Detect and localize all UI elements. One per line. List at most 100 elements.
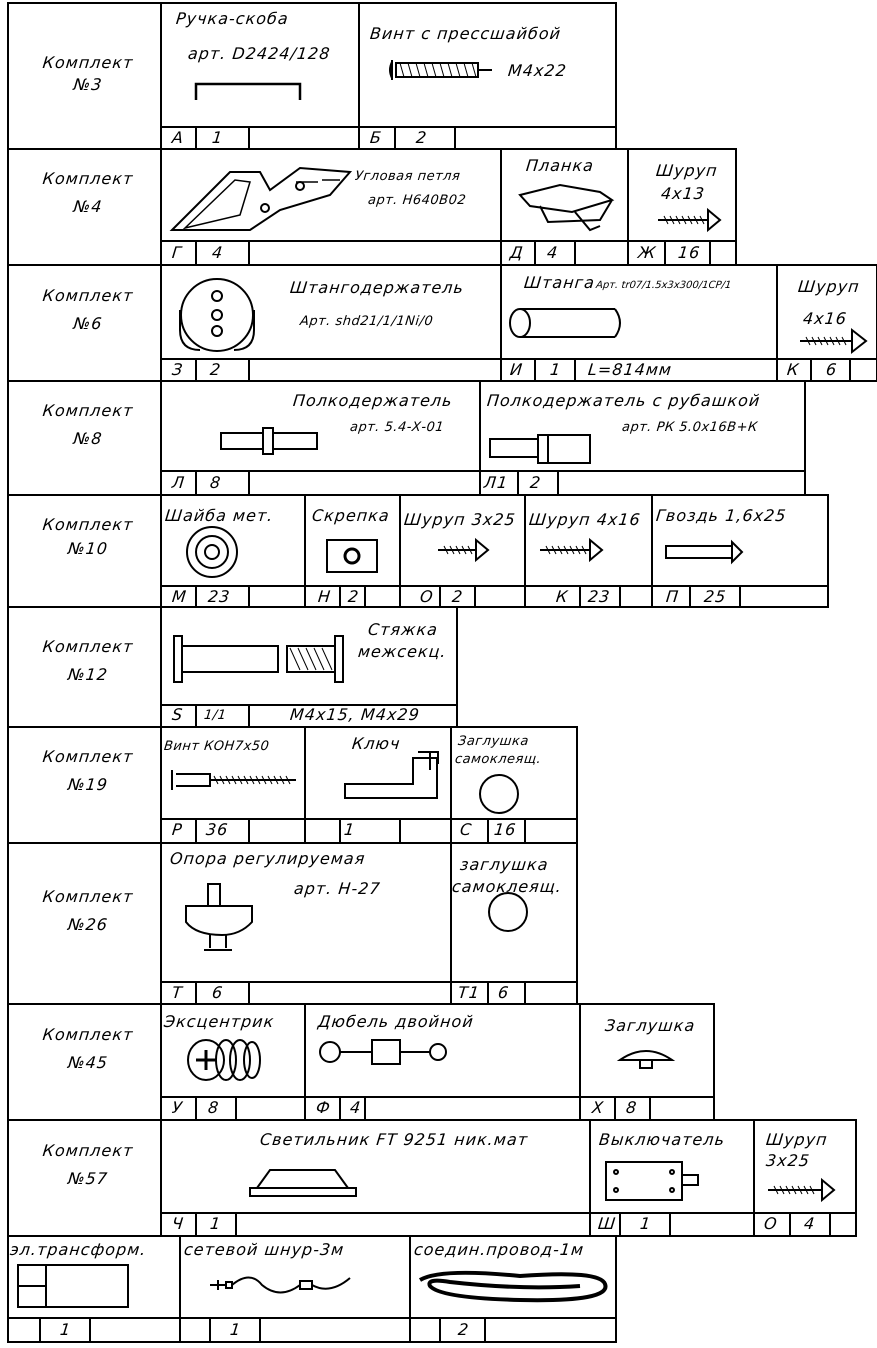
screw-title: Винт с прессшайбой: [369, 24, 563, 43]
screw-kon-title: Винт КОН7x50: [163, 739, 271, 754]
item-qty: 4: [349, 1098, 363, 1117]
item-qty: 2: [457, 1320, 471, 1339]
wire-title: соедин.провод-1м: [413, 1240, 586, 1259]
dowel-title: Дюбель двойной: [317, 1012, 475, 1031]
item-qty: 1: [209, 1214, 223, 1233]
item-code: А: [171, 128, 186, 147]
tie-type: межсекц.: [357, 642, 448, 661]
handle-article: арт. D2424/128: [187, 44, 332, 63]
item-code: Л: [171, 473, 187, 492]
item-code: Ш: [597, 1214, 618, 1233]
set-number: №12: [67, 665, 110, 684]
item-qty: 2: [529, 473, 543, 492]
item-code: Ж: [637, 243, 658, 262]
set-number: №4: [72, 197, 104, 216]
switch-title: Выключатель: [598, 1130, 727, 1149]
item-code: Х: [591, 1098, 606, 1117]
cap-type: самоклеящ.: [454, 752, 543, 767]
set-label: Комплект: [41, 747, 135, 766]
item-code: Д: [509, 243, 525, 262]
set-label: Комплект: [41, 637, 135, 656]
screw-title: Шуруп: [655, 161, 719, 180]
item-code: И: [509, 360, 525, 379]
item-code: К: [786, 360, 801, 379]
item-qty: 36: [205, 820, 230, 839]
item-qty: 2: [415, 128, 429, 147]
item-qty: 8: [209, 473, 223, 492]
item-qty: 2: [347, 587, 361, 606]
plate-title: Планка: [525, 156, 596, 175]
screw-title: Шуруп: [765, 1130, 829, 1149]
item-code: Т: [171, 983, 184, 1002]
item-code: У: [171, 1098, 184, 1117]
set-number: №3: [72, 75, 104, 94]
nail-title: Гвоздь 1,6x25: [655, 506, 788, 525]
item-qty: 1: [59, 1320, 73, 1339]
item-code: О: [419, 587, 435, 606]
item-qty: 4: [803, 1214, 817, 1233]
screw-4x16-title: Шуруп 4x16: [528, 510, 642, 529]
screw-size: 4x13: [660, 184, 707, 203]
set-number: №57: [67, 1169, 110, 1188]
set-number: №6: [72, 314, 104, 333]
item-qty: 1: [639, 1214, 653, 1233]
rod-article: Арт. tr07/1.5x3x300/1CP/1: [595, 280, 732, 291]
set-label: Комплект: [41, 1025, 135, 1044]
item-code: Р: [171, 820, 184, 839]
handle-title: Ручка-скоба: [175, 9, 290, 28]
item-code: М: [171, 587, 188, 606]
shelf-support-title: Полкодержатель: [292, 391, 454, 410]
foot-title: Опора регулируемая: [169, 849, 367, 868]
set-number: №10: [67, 539, 110, 558]
set-label: Комплект: [41, 286, 135, 305]
item-qty: 25: [703, 587, 728, 606]
screw-3x25-title: Шуруп 3x25: [403, 510, 517, 529]
rod-length: L=814мм: [587, 360, 674, 379]
cap-title: Заглушка: [604, 1016, 697, 1035]
item-code: Г: [171, 243, 183, 262]
set-label: Комплект: [41, 53, 135, 72]
lamp-title: Светильник FT 9251 ник.мат: [259, 1130, 530, 1149]
item-code: S: [171, 705, 185, 724]
cap-title: Заглушка: [457, 734, 530, 749]
tie-title: Стяжка: [367, 620, 440, 639]
item-code: Ф: [315, 1098, 332, 1117]
item-qty: 23: [587, 587, 612, 606]
item-code: З: [171, 360, 185, 379]
screw-size: М4x22: [507, 61, 568, 80]
set-label: Комплект: [41, 169, 135, 188]
item-code: П: [665, 587, 681, 606]
item-qty: 8: [625, 1098, 639, 1117]
rod-holder-article: Арт. shd21/1/1Ni/0: [299, 314, 434, 329]
item-qty: 2: [209, 360, 223, 379]
item-qty: 16: [493, 820, 518, 839]
item-qty: 1: [229, 1320, 243, 1339]
item-qty: 6: [211, 983, 225, 1002]
set-label: Комплект: [41, 887, 135, 906]
clip-title: Скрепка: [311, 506, 391, 525]
cap-title: заглушка: [459, 855, 550, 874]
shelf-support-article: арт. 5.4-Х-01: [349, 420, 445, 435]
item-qty: 4: [546, 243, 560, 262]
item-qty: 6: [497, 983, 511, 1002]
set-number: №19: [67, 775, 110, 794]
foot-article: арт. Н-27: [293, 879, 382, 898]
rod-title: Штанга: [523, 273, 596, 292]
cam-title: Эксцентрик: [163, 1012, 276, 1031]
hinge-title: Угловая петля: [354, 169, 462, 184]
screw-title: Шуруп: [797, 277, 861, 296]
item-qty: 6: [825, 360, 839, 379]
item-code: Т1: [457, 983, 482, 1002]
rod-holder-title: Штангодержатель: [289, 278, 466, 297]
item-code: С: [459, 820, 474, 839]
screw-size: 4x16: [802, 309, 849, 328]
set-number: №8: [72, 429, 104, 448]
item-qty: 23: [207, 587, 232, 606]
item-code: Б: [369, 128, 384, 147]
item-code: К: [555, 587, 570, 606]
item-qty: 1/1: [203, 708, 228, 723]
item-qty: 2: [451, 587, 465, 606]
item-qty: 1: [211, 128, 225, 147]
item-qty: 4: [211, 243, 225, 262]
tie-sizes: М4x15, М4x29: [289, 705, 421, 724]
